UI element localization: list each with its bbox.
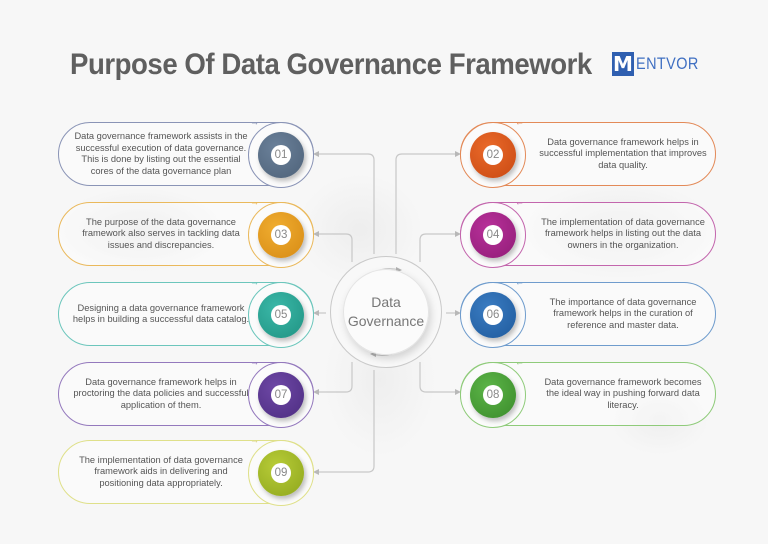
number-05: 05 (271, 305, 291, 325)
number-07: 07 (271, 385, 291, 405)
purpose-card-09: → The implementation of data governance … (58, 436, 314, 506)
purpose-card-08: ← 08 Data governance framework becomes t… (460, 358, 716, 428)
number-03: 03 (271, 225, 291, 245)
purpose-text-02: Data governance framework helps in succe… (539, 136, 707, 170)
number-badge-02: 02 (460, 122, 526, 188)
number-02: 02 (483, 145, 503, 165)
purpose-card-05: → Designing a data governance framework … (58, 278, 314, 348)
center-hub: Data Governance (330, 256, 442, 368)
purpose-text-05: Designing a data governance framework he… (72, 302, 250, 325)
number-badge-04: 04 (460, 202, 526, 268)
number-01: 01 (271, 145, 291, 165)
purpose-card-06: ← 06 The importance of data governance f… (460, 278, 716, 348)
purpose-card-04: ← 04 The implementation of data governan… (460, 198, 716, 268)
logo-text: ENTVOR (636, 54, 699, 73)
number-badge-08: 08 (460, 362, 526, 428)
number-09: 09 (271, 463, 291, 483)
purpose-card-07: → Data governance framework helps in pro… (58, 358, 314, 428)
logo-mark-icon: M (612, 52, 634, 76)
arrow-right-icon: → (250, 435, 259, 445)
number-badge-01: 01 (248, 122, 314, 188)
number-04: 04 (483, 225, 503, 245)
purpose-text-09: The implementation of data governance fr… (79, 454, 243, 488)
purpose-text-03: The purpose of the data governance frame… (82, 216, 240, 250)
number-badge-09: 09 (248, 440, 314, 506)
purpose-text-01: Data governance framework assists in the… (74, 131, 248, 176)
arrow-right-icon: → (250, 277, 259, 287)
number-06: 06 (483, 305, 503, 325)
page-title: Purpose Of Data Governance Framework (70, 48, 592, 81)
arrow-right-icon: → (250, 197, 259, 207)
number-badge-03: 03 (248, 202, 314, 268)
mentvor-logo: M ENTVOR (612, 52, 710, 76)
purpose-text-04: The implementation of data governance fr… (541, 216, 705, 250)
number-badge-06: 06 (460, 282, 526, 348)
center-label: Data Governance (343, 269, 429, 355)
purpose-text-08: Data governance framework becomes the id… (544, 376, 702, 410)
arrow-right-icon: → (250, 117, 259, 127)
arrow-left-icon: ← (515, 197, 524, 207)
purpose-text-06: The importance of data governance framew… (549, 296, 697, 330)
number-badge-07: 07 (248, 362, 314, 428)
center-label-line1: Data (371, 294, 401, 310)
purpose-card-02: ← 02 Data governance framework helps in … (460, 118, 716, 188)
purpose-text-07: Data governance framework helps in proct… (73, 376, 249, 410)
arrow-left-icon: ← (515, 277, 524, 287)
number-badge-05: 05 (248, 282, 314, 348)
purpose-card-01: → Data governance framework assists in t… (58, 118, 314, 188)
purpose-card-03: → The purpose of the data governance fra… (58, 198, 314, 268)
number-08: 08 (483, 385, 503, 405)
arrow-left-icon: ← (515, 117, 524, 127)
center-label-line2: Governance (347, 313, 425, 329)
arrow-right-icon: → (250, 357, 259, 367)
arrow-left-icon: ← (515, 357, 524, 367)
